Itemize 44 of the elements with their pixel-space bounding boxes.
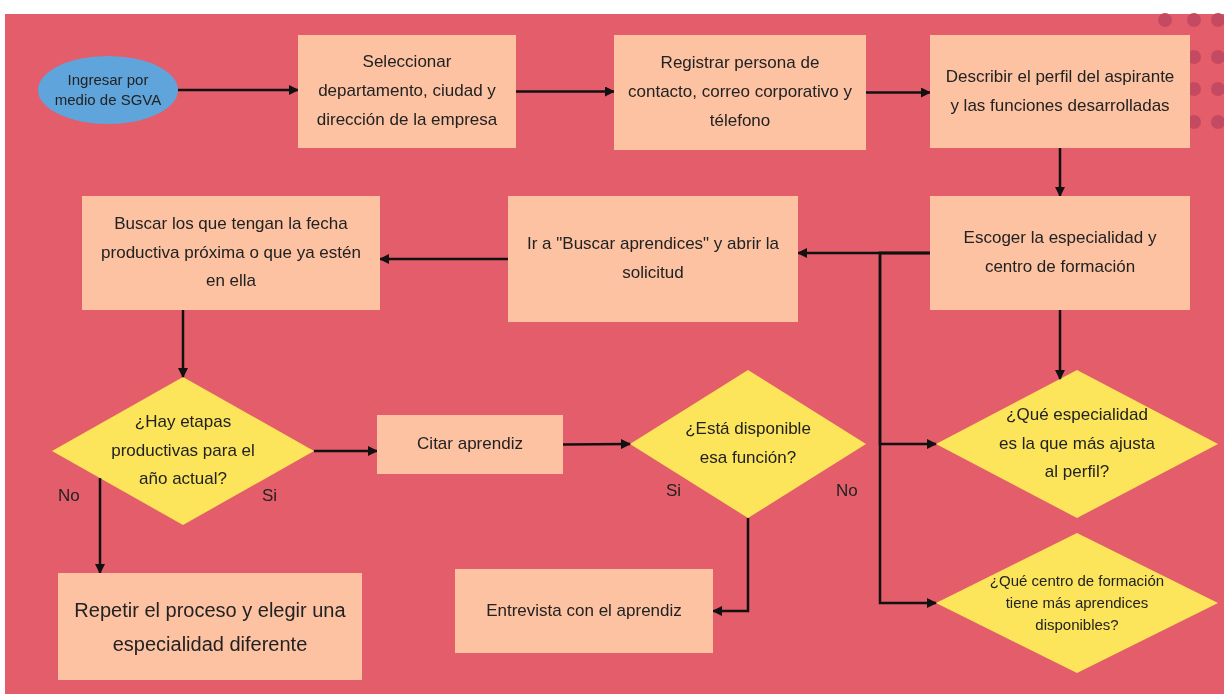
step-text: Ingresar por medio de SGVA	[53, 69, 163, 110]
branch-label: No	[836, 481, 858, 501]
question-text: ¿Qué centro de formación tiene más aprendices disponibles?	[988, 571, 1166, 635]
process-box	[377, 415, 563, 474]
decision-diamond	[936, 533, 1218, 673]
process-box	[930, 196, 1190, 310]
decision-diamond	[630, 370, 866, 518]
step-text: Describir el perfil del aspirante y las funciones desarrolladas	[944, 65, 1176, 117]
decision-diamond	[52, 377, 314, 525]
process-box	[82, 196, 380, 310]
arrow	[878, 251, 937, 608]
arrow	[178, 85, 299, 95]
step-text: Escoger la especialidad y centro de formación	[962, 227, 1158, 278]
question-text: ¿Hay etapas productivas para el año actual?	[110, 410, 256, 491]
arrow	[563, 439, 631, 450]
start-ellipse	[38, 56, 178, 124]
branch-label: No	[58, 486, 80, 506]
step-text: Repetir el proceso y elegir una especialidad diferente	[73, 597, 347, 657]
process-box	[455, 569, 713, 653]
question-text: ¿Está disponible esa función?	[684, 418, 812, 469]
arrow	[95, 478, 105, 574]
process-box	[614, 35, 866, 150]
step-text: Entrevista con el aprendiz	[486, 599, 682, 622]
process-box	[58, 573, 362, 680]
arrow	[1055, 148, 1065, 197]
step-text: Citar aprendiz	[417, 433, 523, 456]
question-text: ¿Qué especialidad es la que más ajusta al perfil?	[998, 403, 1156, 484]
arrow	[178, 310, 188, 378]
branch-label: Si	[666, 481, 682, 501]
step-text: Registrar persona de contacto, correo corporativo y télefono	[627, 52, 853, 132]
step-text: Ir a "Buscar aprendices" y abrir la solicitud	[525, 233, 781, 284]
decision-diamond	[936, 370, 1218, 518]
arrow	[379, 254, 508, 264]
process-box	[508, 196, 798, 322]
arrow	[1055, 310, 1065, 380]
step-text: Buscar los que tengan la fecha productiva próxima o que ya estén en ella	[100, 212, 362, 293]
arrow	[712, 518, 750, 616]
process-box	[298, 35, 516, 148]
arrow	[314, 446, 378, 456]
arrow	[866, 87, 931, 98]
branch-label: Si	[262, 486, 278, 506]
step-text: Seleccionar departamento, ciudad y dirección de la empresa	[315, 51, 499, 131]
process-box	[930, 35, 1190, 148]
arrow	[516, 86, 615, 97]
